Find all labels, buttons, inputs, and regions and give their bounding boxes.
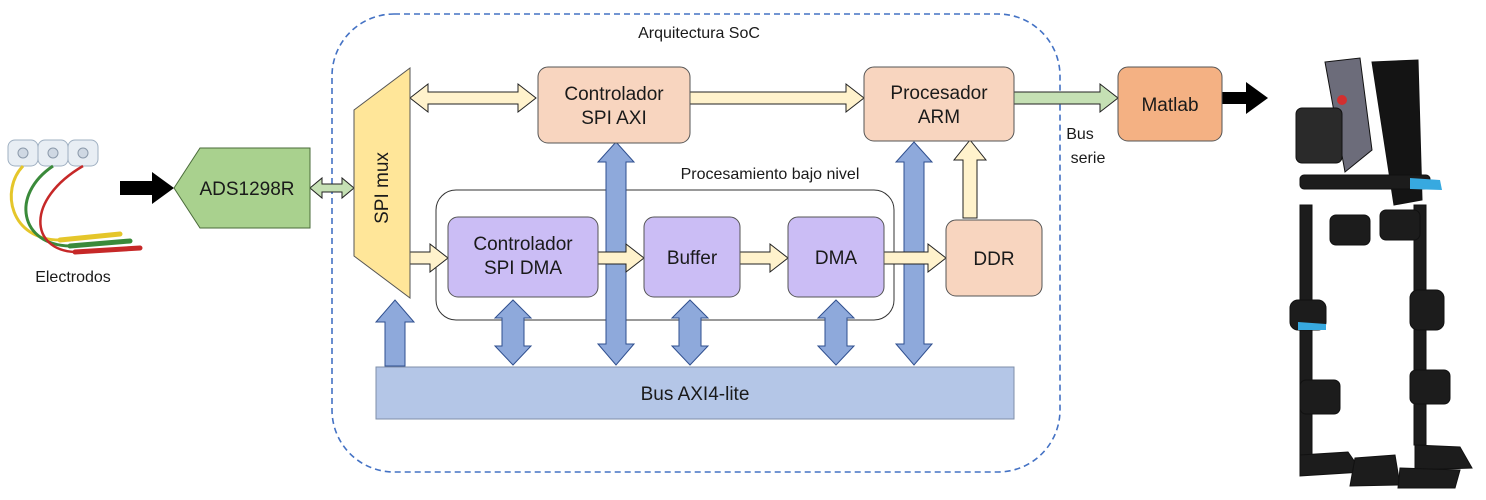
axi-bus — [375, 366, 1015, 420]
dma-block — [787, 216, 885, 298]
spidma-buffer-arrow — [597, 242, 645, 274]
ddr-block — [945, 219, 1043, 297]
buffer-dma-arrow — [739, 242, 789, 274]
electrodes-image — [7, 139, 143, 255]
serial-bus-label-1: Bus — [1066, 126, 1094, 143]
ads1298r-label: ADS1298R — [199, 179, 294, 200]
spiaxi-arm-arrow — [689, 82, 865, 114]
spi-dma-label-2: SPI DMA — [484, 258, 562, 279]
buffer-bus-arrow — [670, 299, 710, 366]
arm-label-1: Procesador — [890, 83, 988, 104]
mux-spiaxi-arrow — [409, 82, 537, 114]
dma-ddr-arrow — [883, 242, 947, 274]
ddr-label: DDR — [973, 249, 1014, 270]
spi-dma-label-1: Controlador — [473, 234, 573, 255]
electrodes-ads-arrow — [120, 172, 174, 204]
mux-spidma-arrow — [409, 242, 449, 274]
low-level-title: Procesamiento bajo nivel — [681, 166, 860, 183]
spi-axi-label-1: Controlador — [564, 84, 664, 105]
electrodes-label: Electrodos — [35, 269, 111, 286]
arm-matlab-arrow — [1013, 82, 1119, 114]
dma-label: DMA — [815, 248, 858, 269]
axi-bus-label: Bus AXI4-lite — [641, 384, 750, 405]
soc-title: Arquitectura SoC — [638, 25, 760, 42]
dma-bus-arrow — [816, 299, 856, 366]
matlab-label: Matlab — [1141, 95, 1198, 116]
buffer-block — [643, 216, 741, 298]
soc-boundary — [331, 13, 1061, 473]
spi-mux-block — [353, 67, 411, 299]
mux-bus-up-arrow — [374, 299, 416, 367]
serial-bus-label-2: serie — [1071, 150, 1106, 167]
spi-axi-label-2: SPI AXI — [581, 108, 646, 129]
arm-label-2: ARM — [918, 107, 960, 128]
matlab-exo-arrow — [1222, 82, 1268, 114]
ads1298r-block — [173, 147, 311, 229]
spi-mux-label: SPI mux — [372, 152, 393, 224]
spidma-bus-arrow — [493, 299, 533, 366]
buffer-label: Buffer — [667, 248, 718, 269]
arm-processor-block — [863, 66, 1015, 142]
matlab-block — [1117, 66, 1223, 142]
exoskeleton-image — [1289, 57, 1473, 489]
spi-axi-block — [537, 66, 691, 144]
ddr-arm-up-arrow — [952, 139, 988, 219]
spi-dma-block — [447, 216, 599, 298]
